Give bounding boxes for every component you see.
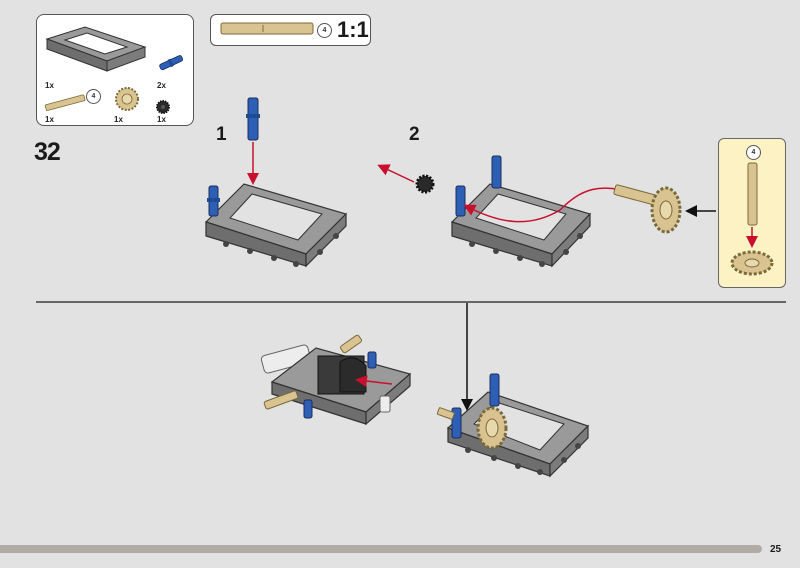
axle-gear-assembly <box>613 184 682 234</box>
blue-pin-step-1-insert <box>246 97 260 141</box>
tan-axle-icon <box>44 94 86 111</box>
qty-black-gear: 1x <box>157 115 166 124</box>
scale-label: 1:1 <box>337 17 369 42</box>
qty-blue-pin: 2x <box>157 81 166 90</box>
blue-pin-step-1-fixed <box>207 185 220 217</box>
qty-tan-gear: 1x <box>114 115 123 124</box>
frame-icon <box>45 26 147 72</box>
black-gear-icon <box>156 100 170 114</box>
callout-axle-length-badge: 4 <box>746 145 761 160</box>
callout-illustration <box>730 162 774 276</box>
tan-gear-bottom <box>436 406 508 450</box>
sub-step-2-label: 2 <box>409 124 420 145</box>
blue-pins-step-2 <box>455 155 502 217</box>
sub-step-1-label: 1 <box>216 124 227 145</box>
section-divider <box>36 301 786 303</box>
parts-illustrations <box>44 26 184 114</box>
tan-gear-icon <box>115 87 139 111</box>
frame-step-1 <box>204 183 348 268</box>
remove-arrow-step-2 <box>377 164 415 183</box>
scale-axle-icon <box>220 22 314 35</box>
scale-length-badge: 4 <box>317 23 332 38</box>
scale-reference-box: 4 1:1 <box>210 14 371 46</box>
blue-pin-icon <box>159 55 184 71</box>
page-number: 25 <box>770 544 782 555</box>
qty-frame: 1x <box>45 81 54 90</box>
qty-tan-axle: 1x <box>45 115 54 124</box>
blue-pins-bottom <box>451 373 500 439</box>
step-number: 32 <box>34 138 61 166</box>
progress-bar <box>0 545 762 553</box>
frame-step-2 <box>450 183 592 268</box>
callout-box: 4 <box>718 138 786 288</box>
parts-list-box: 1x 2x 1x 1x 1x 4 <box>36 14 194 126</box>
frame-bottom <box>446 391 590 478</box>
insert-path-arrow-step-2 <box>463 187 641 223</box>
axle-length-badge: 4 <box>86 89 101 104</box>
black-gear-step-2 <box>415 174 435 194</box>
subassembly-arrow <box>355 375 393 388</box>
sub-assembly <box>260 334 412 426</box>
